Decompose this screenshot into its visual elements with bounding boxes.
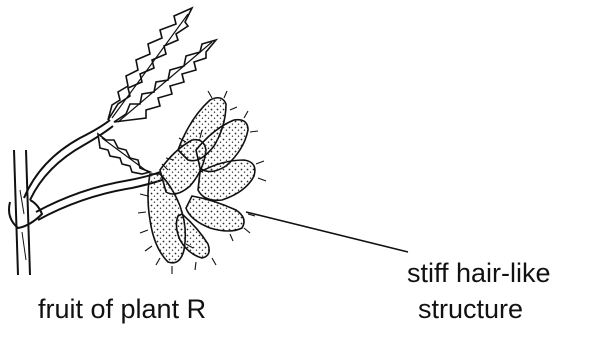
stem-node [9,200,42,228]
pointer-label-line-1: stiff hair-like [407,258,551,289]
main-stem [14,150,30,275]
pointer-line [246,212,408,252]
leaf-petiole [24,120,113,200]
diagram-caption: fruit of plant R [38,294,206,325]
fruit-cluster [138,91,266,274]
pointer-label-line-2: structure [418,294,523,325]
